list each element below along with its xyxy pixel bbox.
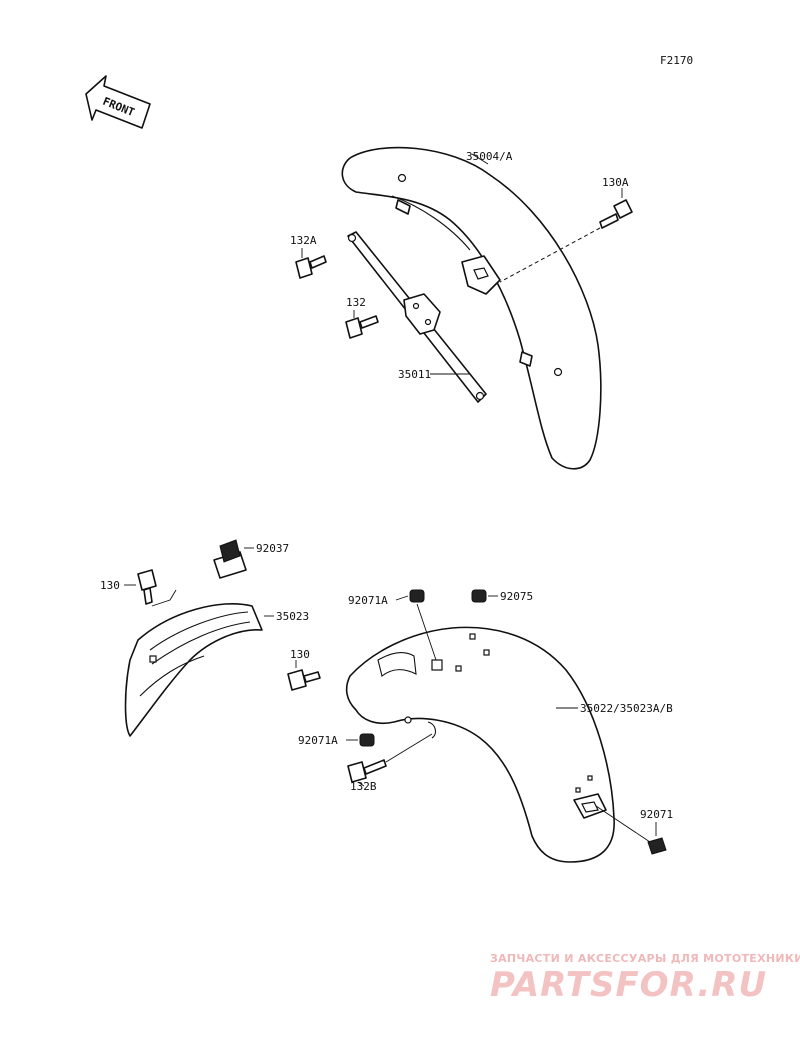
mount-tab (427, 721, 437, 739)
bracket-line-flap (151, 589, 177, 607)
callout-92075: 92075 (500, 590, 533, 603)
alignment-line-130a (499, 227, 601, 283)
bolt-132 (345, 315, 379, 339)
callout-132: 132 (346, 296, 366, 309)
fender-stay (347, 231, 487, 403)
leader-front-fender (471, 153, 489, 165)
leader-92071a-top (395, 595, 409, 601)
rubber-92075 (471, 589, 487, 603)
reference-code: F2170 (660, 54, 693, 67)
bolt-132a (295, 255, 327, 279)
callout-130-upper: 130 (100, 579, 120, 592)
rubber-92071a-top (409, 589, 425, 603)
callout-92071a-bottom: 92071A (298, 734, 338, 747)
bolt-130-upper (137, 569, 157, 605)
callout-92037: 92037 (256, 542, 289, 555)
bolt-130-lower (287, 669, 321, 691)
rear-flap (124, 602, 263, 737)
rubber-92071a-bottom (359, 733, 375, 747)
callout-front-fender: 35004/A (466, 150, 513, 163)
leader-132b-mount (385, 733, 433, 763)
callout-130-lower: 130 (290, 648, 310, 661)
front-direction-arrow: FRONT (85, 75, 151, 129)
watermark-logo: PARTSFOR.RU (490, 965, 767, 1005)
clip-92037 (213, 539, 247, 579)
leader-nut-mount (595, 805, 651, 843)
watermark-tagline: ЗАПЧАСТИ И АКСЕССУАРЫ ДЛЯ МОТОТЕХНИКИ (490, 952, 800, 965)
callout-92071: 92071 (640, 808, 673, 821)
callout-35023: 35023 (276, 610, 309, 623)
leader-rubber-top-mount (416, 603, 437, 661)
callout-35011: 35011 (398, 368, 431, 381)
callout-132a: 132A (290, 234, 317, 247)
bolt-132b (347, 759, 387, 783)
nut-92071 (647, 837, 667, 855)
callout-132b: 132B (350, 780, 377, 793)
bolt-130a (599, 199, 633, 229)
callout-130a: 130A (602, 176, 629, 189)
leader-132b (357, 781, 365, 787)
front-fender (341, 146, 602, 470)
callout-35022: 35022/35023A/B (580, 702, 673, 715)
rear-fender (345, 626, 615, 863)
callout-92071a-top: 92071A (348, 594, 388, 607)
